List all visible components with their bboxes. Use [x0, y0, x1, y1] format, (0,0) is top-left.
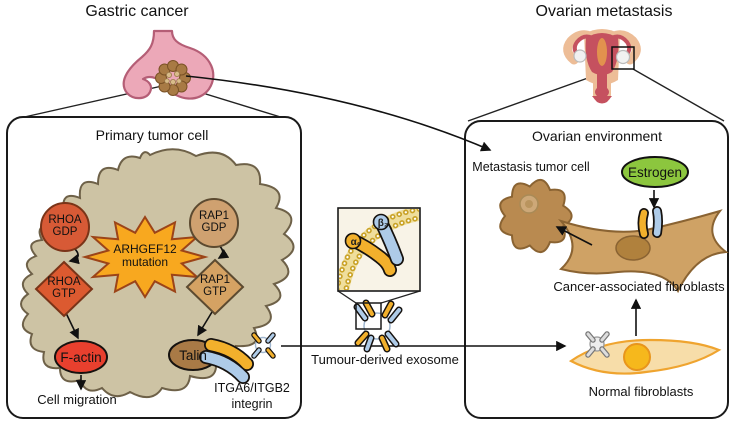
cell-migration-label: Cell migration: [37, 392, 117, 407]
exosome-inset: [337, 207, 421, 304]
uterus-illustration: [563, 29, 641, 104]
arhgef12-mutation-star: [81, 215, 209, 299]
tumour-derived-exosome-icon: [353, 299, 403, 353]
rhoa-gdp-node: [40, 202, 90, 252]
right-ovary: [615, 49, 631, 65]
f-actin-label: F-actin: [60, 350, 102, 365]
integrin-label: ITGA6/ITGB2 integrin: [214, 381, 290, 411]
ovary-zoom-square: [611, 46, 635, 70]
exosome-on-fibroblast-icon: [585, 331, 610, 358]
alpha6-label: α₆: [350, 237, 362, 248]
integrin-zoom-square: [355, 302, 382, 330]
stomach-illustration: [122, 29, 215, 100]
caf-integrin-receptor-icon: [637, 206, 663, 239]
rap1-gdp-label: RAP1 GDP: [198, 210, 230, 235]
left-ovary: [573, 49, 587, 63]
rhoa-gtp-node: [34, 260, 94, 318]
talin-label: Talin: [179, 348, 207, 363]
released-exosome-icon: [251, 332, 276, 359]
primary-tumor-cell: [20, 148, 295, 399]
f-actin-node: [54, 340, 108, 374]
estrogen-label: Estrogen: [627, 165, 683, 180]
arhgef12-mutation-label: ARHGEF12 mutation: [113, 242, 177, 270]
normal-fibroblasts-label: Normal fibroblasts: [588, 384, 694, 399]
gastric-tumor-cluster: [155, 60, 191, 96]
gastric-cancer-title: Gastric cancer: [85, 3, 189, 20]
metastasis-tumor-cell-shape: [499, 178, 573, 254]
ovarian-environment: [499, 156, 729, 375]
rap1-gtp-label: RAP1 GTP: [199, 274, 231, 299]
primary-tumor-cell-title: Primary tumor cell: [95, 127, 209, 143]
metastasis-tumor-cell-label: Metastasis tumor cell: [472, 160, 590, 174]
metastasis-spread-arrow: [185, 75, 492, 152]
rap1-gtp-node: [185, 258, 245, 316]
ovarian-metastasis-title: Ovarian metastasis: [535, 3, 673, 20]
rhoa-gtp-label: RHOA GTP: [47, 276, 81, 301]
rap1-gdp-node: [189, 198, 239, 248]
tumour-derived-exosome-label: Tumour-derived exosome: [311, 352, 459, 367]
ovarian-environment-title: Ovarian environment: [532, 128, 662, 144]
beta2-label: β₂: [377, 218, 389, 229]
rhoa-gdp-label: RHOA GDP: [48, 214, 82, 239]
estrogen-node: [621, 156, 689, 188]
itga6-itgb2-integrin-icon: [199, 338, 254, 384]
cancer-associated-fibroblasts-label: Cancer-associated fibroblasts: [553, 279, 725, 294]
